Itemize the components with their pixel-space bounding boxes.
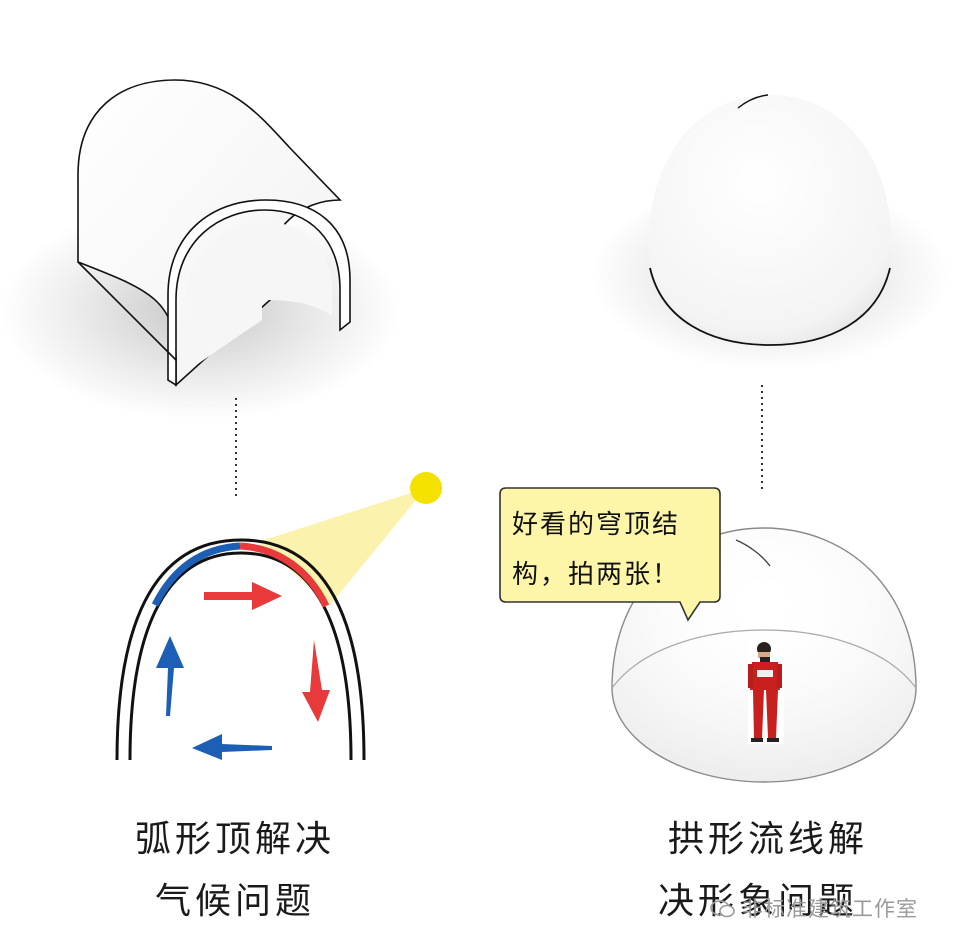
dome-model — [590, 94, 950, 370]
arch-inner-line — [128, 551, 353, 761]
glass-dome-diagram — [499, 487, 917, 783]
barrel-vault-model — [0, 79, 400, 420]
arch-outer-line — [115, 538, 366, 761]
left-caption-line-1: 弧形顶解决 — [134, 819, 335, 860]
sun-icon — [410, 472, 442, 504]
climate-diagram — [115, 472, 442, 761]
speech-bubble: 好看的穹顶结 构，拍两张！ — [500, 490, 718, 602]
roof-cool-zone — [151, 542, 241, 607]
speech-bubble-shape — [499, 487, 721, 622]
wechat-icon — [710, 900, 735, 918]
right-caption-line-1: 拱形流线解 — [667, 819, 868, 860]
glass-dome-top-stroke — [735, 539, 771, 567]
watermark-text: 非标准建筑工作室 — [742, 897, 918, 921]
left-caption-line-2: 气候问题 — [154, 881, 315, 922]
cool-arrow-left — [192, 734, 272, 760]
speech-line-1: 好看的穹顶结 — [512, 510, 681, 540]
cool-arrow-up — [156, 636, 184, 716]
person-figure — [748, 638, 784, 744]
speech-line-2: 构，拍两张！ — [512, 560, 681, 590]
roof-warm-zone — [239, 542, 330, 608]
watermark: 非标准建筑工作室 — [710, 893, 918, 923]
warm-arrow-right — [204, 582, 282, 610]
right-caption-line-2: 决形象问题 — [657, 881, 858, 922]
glass-dome-base-arc — [611, 629, 917, 689]
warm-arrow-down — [302, 640, 330, 722]
